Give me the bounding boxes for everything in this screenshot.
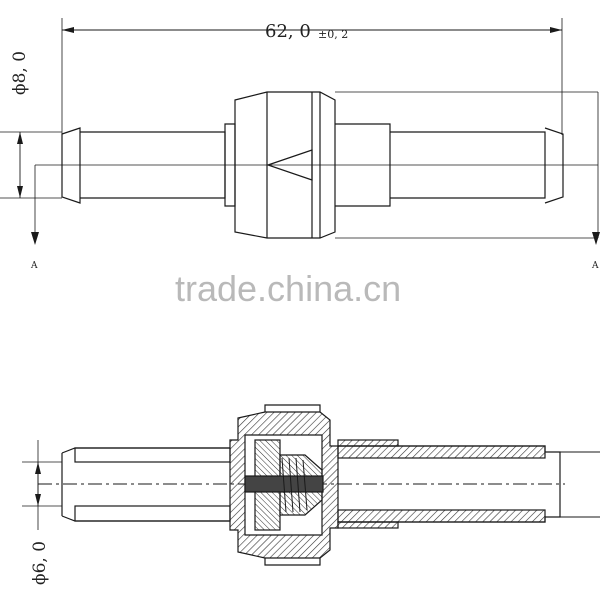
watermark: trade.china.cn — [175, 268, 401, 309]
section-marker-left: A — [30, 261, 38, 271]
top-view — [0, 18, 600, 245]
section-marker-right: A — [591, 261, 599, 271]
overall-length-label: 62, 0 — [265, 21, 311, 42]
overall-tolerance-label: ±0, 2 — [318, 28, 348, 41]
diameter-large-label: ϕ8, 0 — [10, 51, 30, 95]
section-view — [22, 404, 600, 566]
diameter-small-label: ϕ6, 0 — [30, 541, 50, 585]
